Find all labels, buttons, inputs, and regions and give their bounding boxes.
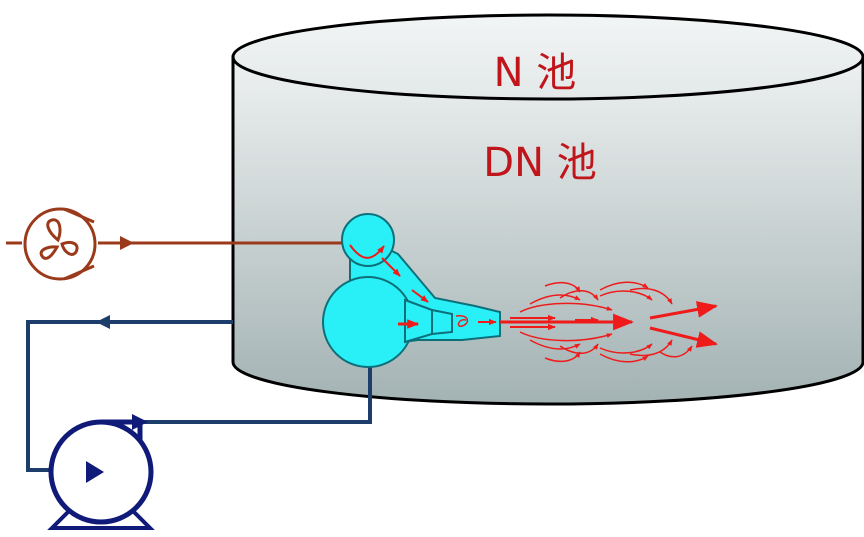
jet-aerator-icon [322,213,501,368]
air-line [6,236,356,250]
blower-icon [23,207,97,281]
jet-plume [500,281,719,363]
water-return-arrow [96,315,110,329]
dn-zone-label: DN 池 [483,140,596,186]
tank-body [231,55,864,406]
n-zone-label: N 池 [494,50,577,96]
air-flow-arrow [120,236,134,250]
tank-top [231,13,864,101]
pump-icon [47,414,155,530]
